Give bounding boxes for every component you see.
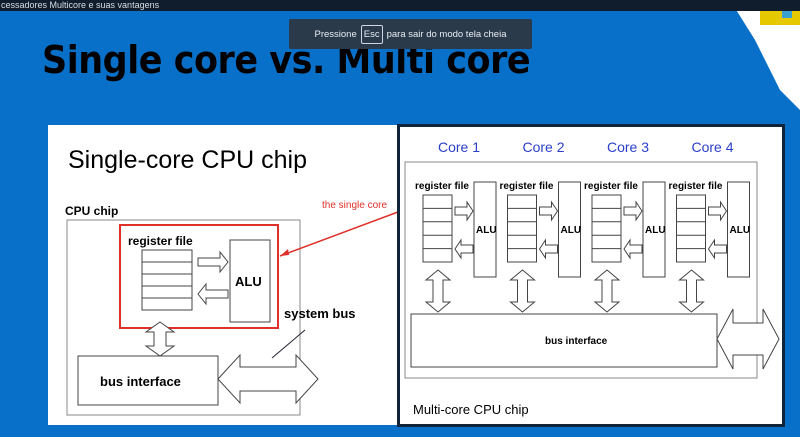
core-alu-box xyxy=(473,181,497,278)
multi-bus-interface-box xyxy=(410,313,718,368)
core-left-arrow xyxy=(454,238,474,260)
core-register-file-label: register file xyxy=(669,181,723,192)
multi-chip-box xyxy=(404,161,758,379)
core-alu-label: ALU xyxy=(730,225,751,236)
alu-box xyxy=(229,239,271,323)
left-arrow xyxy=(197,282,229,306)
toast-text-before: Pressione xyxy=(314,28,357,40)
multi-bus-interface-label: bus interface xyxy=(545,336,608,347)
core-bus-arrow xyxy=(509,269,536,313)
core-left-arrow xyxy=(707,238,727,260)
core-alu-label: ALU xyxy=(645,225,666,236)
core-right-arrow xyxy=(623,200,643,222)
core-register-stack xyxy=(507,194,537,263)
core-left-arrow xyxy=(623,238,643,260)
single-core-highlight xyxy=(119,224,279,329)
right-arrow xyxy=(197,250,229,274)
single-core-heading: Single-core CPU chip xyxy=(68,146,307,174)
core-right-arrow xyxy=(454,200,474,222)
single-core-diagram: Single-core CPU chip CPU chip register f… xyxy=(48,125,400,425)
core-register-file-label: register file xyxy=(500,181,554,192)
single-core-annotation: the single core xyxy=(322,200,387,211)
core-alu-label: ALU xyxy=(561,225,582,236)
window-title-bar: cessadores Multicore e suas vantagens xyxy=(0,0,800,11)
core-bus-arrow xyxy=(593,269,621,313)
register-file-label: register file xyxy=(128,234,193,248)
core-register-stack xyxy=(422,194,453,263)
multi-bus-arrow xyxy=(716,308,780,370)
core-label: Core 3 xyxy=(607,139,649,155)
core-register-file-label: register file xyxy=(415,181,469,192)
core-right-arrow xyxy=(708,200,728,222)
core-label: Core 1 xyxy=(438,139,480,155)
bus-interface-label: bus interface xyxy=(100,374,181,389)
register-file-stack xyxy=(141,249,193,311)
core-register-file-label: register file xyxy=(584,181,638,192)
core-bus-arrow xyxy=(678,269,705,313)
core-right-arrow xyxy=(539,200,559,222)
annotation-arrow xyxy=(279,211,399,257)
system-bus-label: system bus xyxy=(284,306,356,321)
core-left-arrow xyxy=(538,238,558,260)
core-alu-box xyxy=(727,181,750,278)
bus-interface-box xyxy=(77,355,219,406)
core-register-stack xyxy=(676,194,706,263)
core-alu-box xyxy=(642,181,666,278)
fullscreen-toast: Pressione Esc para sair do modo tela che… xyxy=(289,19,532,49)
core-alu-label: ALU xyxy=(476,225,497,236)
core-register-stack xyxy=(591,194,622,263)
core-bus-arrow xyxy=(424,269,452,313)
cpu-chip-box xyxy=(66,219,301,416)
core-alu-box xyxy=(558,181,581,278)
core-label: Core 4 xyxy=(692,139,734,155)
toast-text-after: para sair do modo tela cheia xyxy=(386,28,507,40)
alu-label: ALU xyxy=(235,274,262,289)
window-title: cessadores Multicore e suas vantagens xyxy=(1,0,160,10)
esc-key: Esc xyxy=(360,24,383,44)
annotation-arrowhead xyxy=(280,249,289,256)
multi-core-caption: Multi-core CPU chip xyxy=(413,402,529,417)
slide-corner-decoration xyxy=(730,0,800,110)
core-label: Core 2 xyxy=(523,139,565,155)
cpu-chip-label: CPU chip xyxy=(65,204,118,218)
system-bus-arrow xyxy=(217,353,319,405)
system-bus-pointer xyxy=(271,329,306,359)
